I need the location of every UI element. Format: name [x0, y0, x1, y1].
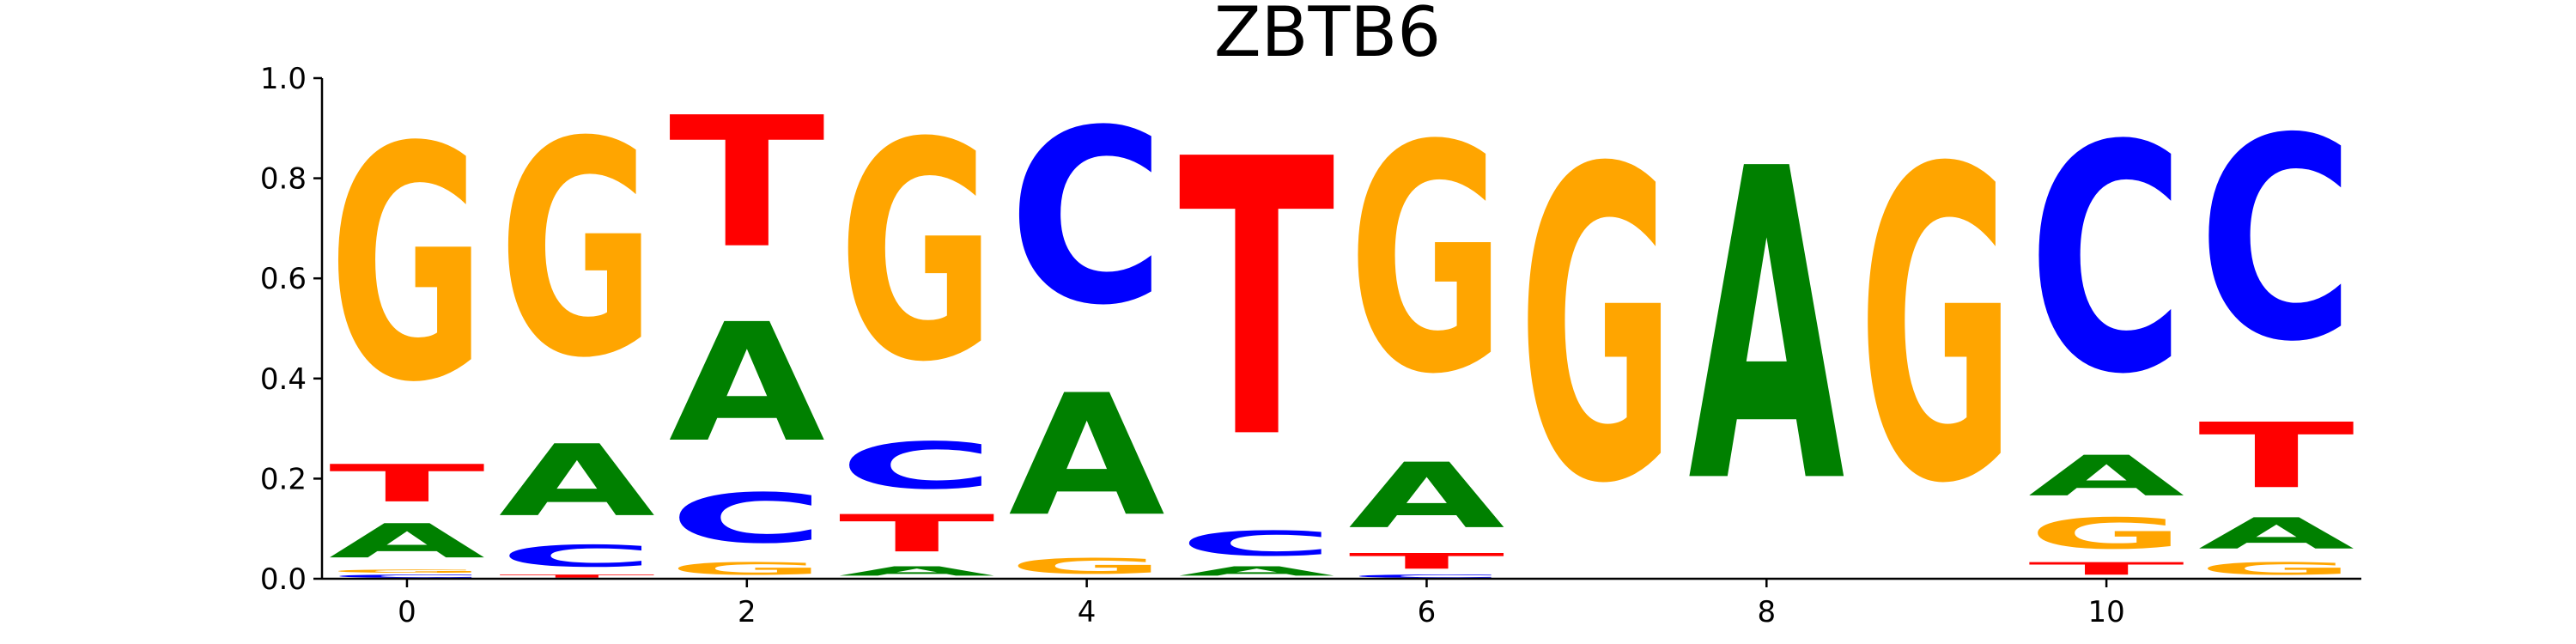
logo-letter-T-pos-2: T — [669, 78, 825, 288]
logo-letter-G-pos-6: G — [1348, 79, 1504, 443]
logo-letter-C-pos-1: C — [499, 539, 655, 574]
logo-letter-C-pos-0: C — [329, 574, 485, 579]
x-tick-label: 2 — [738, 595, 756, 629]
y-tick-label: 1.0 — [260, 62, 307, 96]
x-tick-label: 8 — [1757, 595, 1776, 629]
logo-letter-C-pos-3: C — [839, 429, 995, 504]
x-tick-label: 4 — [1078, 595, 1097, 629]
logo-letter-T-pos-5: T — [1179, 80, 1337, 523]
logo-letter-A-pos-1: A — [499, 423, 655, 538]
logo-letter-C-pos-2: C — [669, 479, 825, 559]
y-tick-label: 0.0 — [260, 562, 307, 597]
logo-letter-G-pos-4: G — [1009, 554, 1165, 579]
logo-letter-T-pos-10: T — [2028, 559, 2184, 579]
logo-letter-G-pos-3: G — [839, 79, 995, 428]
logo-letter-T-pos-1: T — [499, 574, 655, 579]
logo-letter-A-pos-10: A — [2028, 444, 2184, 508]
logo-letter-G-pos-0: G — [329, 568, 485, 574]
axes: 0.0 0.2 0.4 0.6 0.8 1.0 0 2 4 6 8 10 — [260, 62, 2361, 629]
logo-letter-G-pos-11: G — [2198, 559, 2354, 579]
logo-letter-C-pos-10: C — [2028, 80, 2184, 443]
logo-letter-A-pos-3: A — [839, 564, 995, 579]
logo-letter-T-pos-11: T — [2198, 404, 2354, 508]
y-tick-label: 0.2 — [260, 462, 307, 496]
y-tick-label: 0.4 — [260, 362, 307, 397]
logo-letter-G-pos-0: G — [329, 80, 485, 453]
logo-letter-T-pos-0: T — [329, 453, 485, 513]
logo-letter-A-pos-4: A — [1009, 359, 1165, 553]
x-tick-label: 6 — [1418, 595, 1437, 629]
logo-letter-T-pos-3: T — [839, 504, 995, 564]
chart-title: ZBTB6 — [1214, 0, 1441, 72]
logo-letter-C-pos-5: C — [1179, 524, 1335, 563]
logo-letter-C-pos-6: C — [1348, 574, 1504, 579]
logo-letter-G-pos-7: G — [1518, 79, 1674, 577]
logo-letter-A-pos-5: A — [1179, 564, 1335, 579]
logo-letter-A-pos-11: A — [2198, 509, 2354, 559]
x-tick-label: 10 — [2087, 595, 2124, 629]
logo-letter-C-pos-4: C — [1009, 80, 1165, 358]
logo-letter-G-pos-1: G — [499, 79, 655, 422]
x-tick-label: 0 — [398, 595, 416, 629]
logo-letter-C-pos-11: C — [2198, 79, 2354, 403]
y-tick-label: 0.6 — [260, 262, 307, 296]
logo-letter-A-pos-2: A — [669, 289, 825, 478]
logo-letter-A-pos-0: A — [329, 513, 485, 568]
logo-letter-A-pos-8: A — [1688, 78, 1846, 577]
logo-letter-G-pos-9: G — [1858, 79, 2014, 577]
y-tick-label: 0.8 — [260, 162, 307, 197]
logo-letter-T-pos-6: T — [1348, 549, 1504, 574]
logo-letter-G-pos-10: G — [2028, 509, 2184, 559]
logo-letter-A-pos-6: A — [1348, 444, 1504, 549]
logo-letter-G-pos-2: G — [669, 559, 825, 579]
